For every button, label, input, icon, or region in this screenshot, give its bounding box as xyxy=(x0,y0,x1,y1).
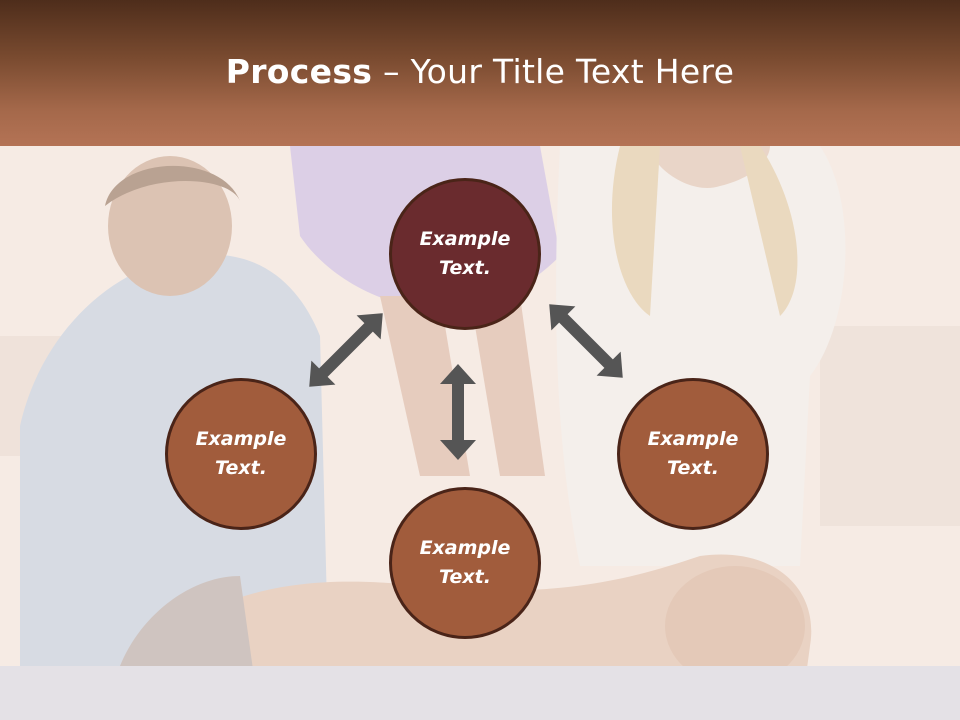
node-text: Example Text. xyxy=(419,537,511,588)
process-node-right[interactable]: Example Text. xyxy=(617,378,769,530)
title-bold: Process xyxy=(225,52,373,91)
header-band: Process – Your Title Text Here xyxy=(0,0,960,146)
process-node-left[interactable]: Example Text. xyxy=(165,378,317,530)
node-text: Example Text. xyxy=(419,228,511,279)
process-node-top[interactable]: Example Text. xyxy=(389,178,541,330)
title-rest: – Your Title Text Here xyxy=(372,52,735,91)
node-text: Example Text. xyxy=(647,428,739,479)
slide-title: Process – Your Title Text Here xyxy=(0,52,960,91)
process-node-bottom[interactable]: Example Text. xyxy=(389,487,541,639)
node-text: Example Text. xyxy=(195,428,287,479)
